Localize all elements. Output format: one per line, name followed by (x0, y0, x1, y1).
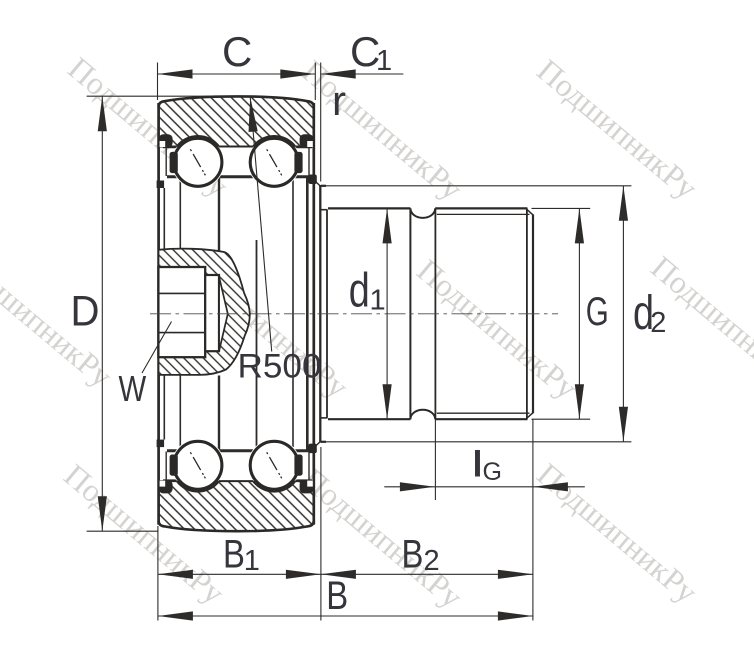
svg-text:ПодшипникРу: ПодшипникРу (531, 52, 705, 206)
svg-text:ПодшипникРу: ПодшипникРу (411, 252, 585, 406)
svg-text:ПодшипникРу: ПодшипникРу (296, 461, 470, 615)
svg-text:W: W (119, 368, 147, 409)
svg-text:1: 1 (370, 285, 386, 317)
svg-text:G: G (586, 290, 609, 334)
svg-text:C: C (222, 28, 252, 75)
svg-text:C: C (350, 28, 380, 75)
svg-text:B: B (326, 574, 348, 618)
svg-text:ПодшипникРу: ПодшипникРу (531, 456, 705, 610)
svg-text:G: G (483, 458, 502, 486)
svg-text:R500: R500 (238, 348, 322, 386)
svg-text:D: D (71, 288, 100, 336)
svg-text:d: d (349, 265, 370, 318)
svg-text:d: d (633, 287, 654, 340)
svg-text:r: r (332, 77, 346, 124)
svg-text:2: 2 (650, 307, 666, 339)
svg-text:B: B (402, 532, 424, 576)
svg-text:1: 1 (244, 545, 260, 577)
svg-text:2: 2 (424, 545, 440, 577)
svg-text:ПодшипникРу: ПодшипникРу (0, 240, 120, 394)
svg-text:B: B (223, 532, 245, 576)
svg-text:l: l (473, 444, 483, 485)
svg-text:1: 1 (376, 45, 392, 77)
